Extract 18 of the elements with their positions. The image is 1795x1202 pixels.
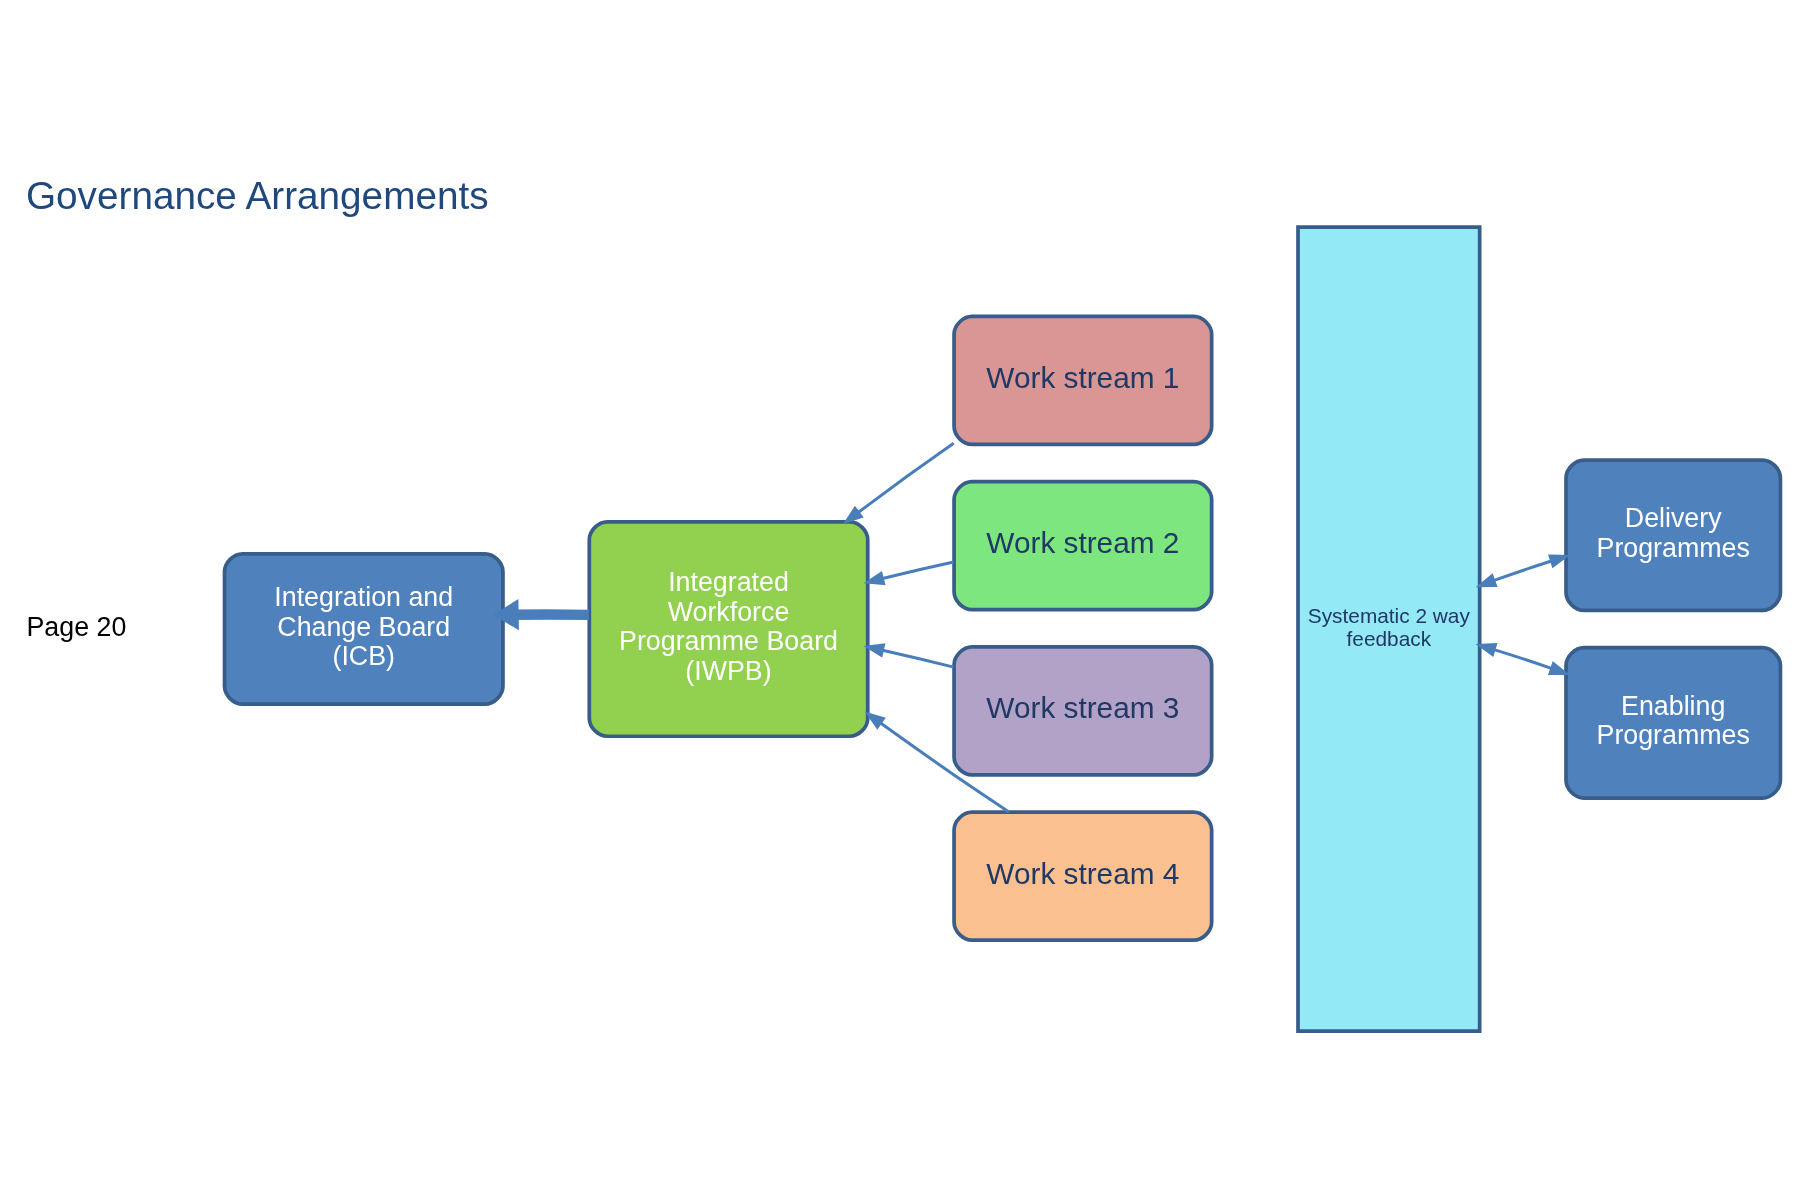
arrow	[493, 598, 590, 630]
label: Page 20	[26, 611, 127, 642]
node-box: Systematic 2 way feedback	[1296, 224, 1482, 1033]
arrow	[863, 642, 954, 669]
node-box: Work stream 3	[952, 644, 1214, 777]
node-box: Work stream 4	[952, 809, 1214, 942]
arrow	[842, 441, 955, 524]
arrow	[864, 711, 1010, 813]
node-box: Work stream 1	[952, 314, 1214, 446]
node-box: Integration and Change Board (ICB)	[222, 551, 505, 706]
node-box: Work stream 2	[952, 479, 1214, 612]
node-box: Integrated Workforce Programme Board (IWPB)	[587, 519, 870, 738]
arrow	[1475, 553, 1571, 587]
diagram-title: Governance Arrangements	[26, 173, 489, 217]
arrow	[1475, 642, 1571, 675]
arrow	[863, 560, 954, 585]
node-box: Delivery Programmes	[1564, 457, 1783, 612]
node-box: Enabling Programmes	[1564, 645, 1783, 800]
